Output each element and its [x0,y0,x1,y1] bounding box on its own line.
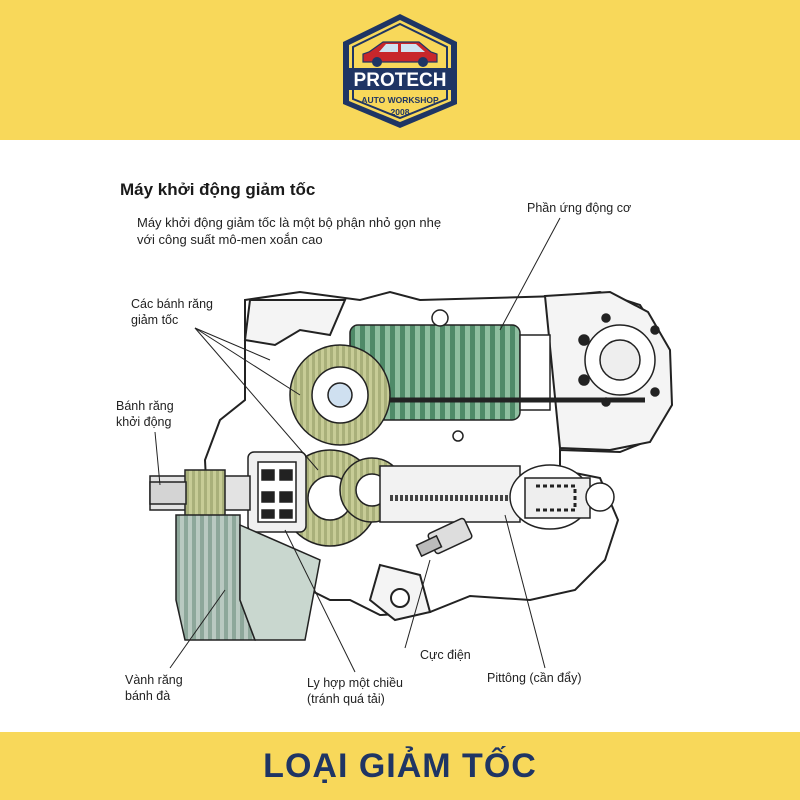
label-armature: Phần ứng động cơ [527,201,632,215]
diagram-heading: Máy khởi động giảm tốc [120,180,316,199]
logo-tagline: AUTO WORKSHOP [361,95,439,105]
brush-holder [578,313,660,407]
label-pinion-line-2: khởi động [116,415,172,429]
label-reduction-gears: Các bánh răng giảm tốc [131,296,213,328]
label-one-way-clutch: Ly hợp một chiều (tránh quá tải) [307,675,403,707]
protech-logo: PROTECH AUTO WORKSHOP 2008 [339,12,461,130]
footer-title: LOẠI GIẢM TỐC [263,746,537,785]
housing-screws [431,309,464,442]
footer-band: LOẠI GIẢM TỐC [0,732,800,800]
logo-year: 2008 [391,107,410,117]
label-pinion: Bánh răng khởi động [116,398,174,430]
description-line-1: Máy khởi động giảm tốc là một bộ phận nh… [137,215,442,230]
label-ring-gear-line-2: bánh đà [125,689,171,703]
flywheel-ring-gear [175,514,321,641]
car-icon [362,41,438,67]
description-line-2: với công suất mô-men xoắn cao [137,232,323,247]
label-reduction-gears-line-2: giảm tốc [131,313,179,327]
label-clutch-line-1: Ly hợp một chiều [307,676,403,690]
label-terminal: Cực điện [420,648,471,662]
solenoid [379,464,615,530]
label-reduction-gears-line-1: Các bánh răng [131,297,214,311]
label-ring-gear-line-1: Vành răng [125,673,183,687]
pinion-shaft [149,469,251,517]
logo-brand: PROTECH [354,70,447,91]
electrical-terminal [415,517,473,558]
diagram-description: Máy khởi động giảm tốc là một bộ phận nh… [137,214,441,248]
one-way-clutch [247,451,307,533]
label-ring-gear: Vành răng bánh đà [125,672,183,704]
leader-lines [154,217,561,673]
label-pinion-line-1: Bánh răng [116,399,174,413]
label-clutch-line-2: (tránh quá tải) [307,692,385,706]
label-plunger: Pittông (cần đẩy) [487,671,582,685]
